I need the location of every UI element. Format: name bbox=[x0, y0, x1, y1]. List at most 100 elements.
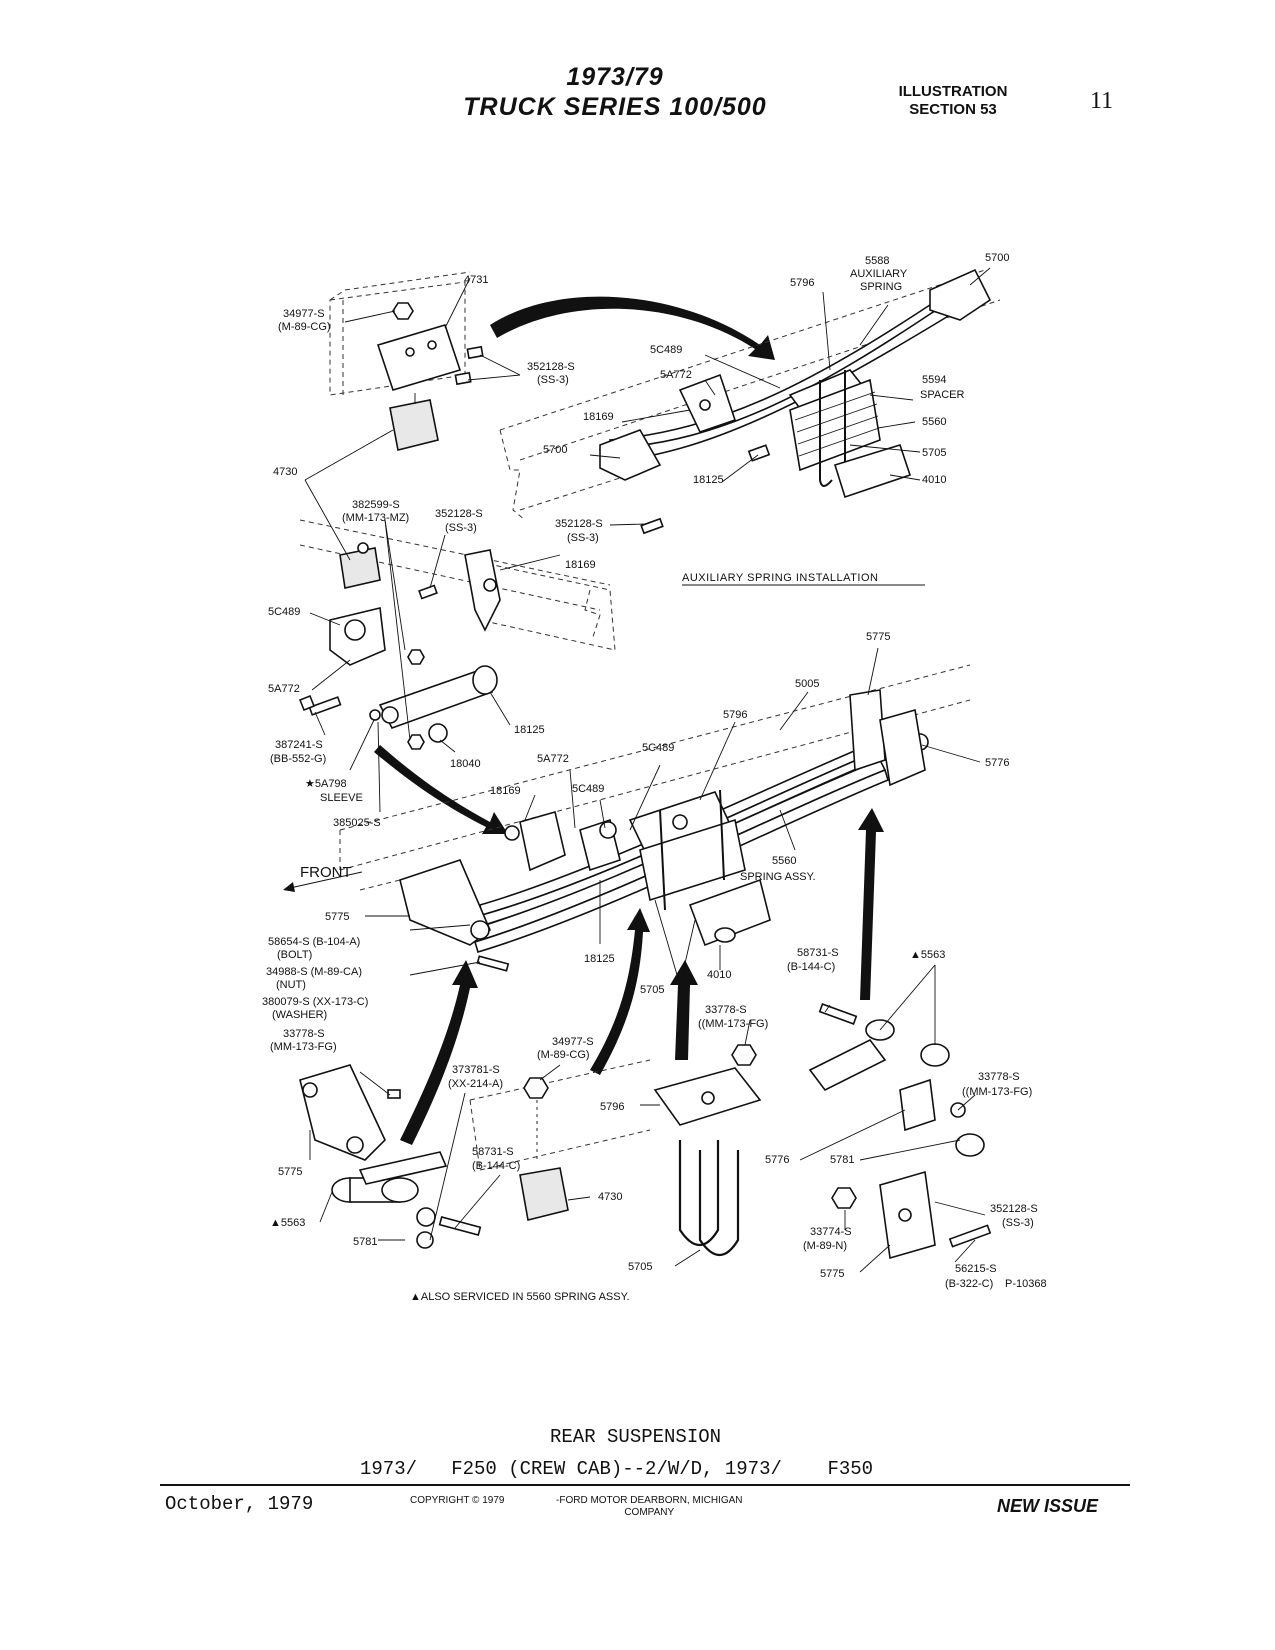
label-18125-mid: 18125 bbox=[514, 724, 545, 736]
nut-34977s-top bbox=[392, 302, 414, 320]
label-33778s-left: 33778-S bbox=[283, 1028, 325, 1040]
nuts-mid bbox=[369, 649, 448, 750]
label-4731: 4731 bbox=[464, 274, 488, 286]
label-5a798-sleeve: SLEEVE bbox=[320, 792, 363, 804]
label-352128s-c-code: (SS-3) bbox=[445, 522, 477, 534]
label-33778s-center-code: ((MM-173-FG) bbox=[698, 1018, 768, 1030]
label-382599s: 382599-S bbox=[352, 499, 400, 511]
label-5594-spacer: SPACER bbox=[920, 389, 964, 401]
label-33774s: 33774-S bbox=[810, 1226, 852, 1238]
label-5781-bottom: 5781 bbox=[830, 1154, 854, 1166]
label-5588: 5588 bbox=[865, 255, 889, 267]
label-18169-mid: 18169 bbox=[565, 559, 596, 571]
label-5775-bottom-left: 5775 bbox=[278, 1166, 302, 1178]
spring-eye-strip-left bbox=[358, 1151, 448, 1185]
company-line-1: -FORD MOTOR DEARBORN, MICHIGAN bbox=[556, 1495, 743, 1506]
label-5705-bottom: 5705 bbox=[628, 1261, 652, 1273]
label-5560-mid: 5560 bbox=[772, 855, 796, 867]
label-5c489-mid: 5C489 bbox=[268, 606, 300, 618]
label-58731s-mid: 58731-S bbox=[472, 1146, 514, 1158]
label-34977s-bottom-code: (M-89-CG) bbox=[537, 1049, 590, 1061]
label-387241s-code: (BB-552-G) bbox=[270, 753, 326, 765]
label-5705-top: 5705 bbox=[922, 447, 946, 459]
label-5563-left: ▲5563 bbox=[270, 1217, 305, 1229]
leader-lines bbox=[304, 267, 991, 1273]
label-352128s-a-code: (SS-3) bbox=[537, 374, 569, 386]
label-33778s-right-code: ((MM-173-FG) bbox=[962, 1086, 1032, 1098]
label-5a798: ★5A798 bbox=[305, 778, 347, 790]
illustration-label: ILLUSTRATION bbox=[898, 83, 1008, 100]
rear-shackle-strip bbox=[808, 1019, 895, 1092]
label-5796-bottom: 5796 bbox=[600, 1101, 624, 1113]
hanger-18169-mid bbox=[464, 549, 501, 632]
bumper-bracket-4731 bbox=[376, 324, 462, 391]
axle-4010-top bbox=[833, 444, 912, 499]
lower-front-hanger-5775 bbox=[299, 1064, 386, 1161]
label-5a772-c: 5A772 bbox=[537, 753, 569, 765]
label-58731s-mid-code: (B-144-C) bbox=[472, 1160, 520, 1172]
label-56215s: 56215-S bbox=[955, 1263, 997, 1275]
bracket-5c489-mid bbox=[329, 607, 386, 666]
section-label: SECTION 53 bbox=[909, 101, 997, 118]
label-352128s-d-code: (SS-3) bbox=[1002, 1217, 1034, 1229]
label-58731s-right-code: (B-144-C) bbox=[787, 961, 835, 973]
rear-hanger-5775-bottom bbox=[879, 1170, 936, 1260]
shackle-main bbox=[579, 818, 621, 872]
label-4010-top: 4010 bbox=[922, 474, 946, 486]
footer-company: -FORD MOTOR DEARBORN, MICHIGAN COMPANY bbox=[556, 1495, 742, 1519]
footnote: ▲ALSO SERVICED IN 5560 SPRING ASSY. bbox=[410, 1291, 630, 1303]
assembly-arrow-top bbox=[490, 296, 775, 360]
label-33774s-code: (M-89-N) bbox=[803, 1240, 847, 1252]
label-5a772-mid: 5A772 bbox=[268, 683, 300, 695]
assembly-arrow-front bbox=[400, 960, 478, 1145]
label-4730-top: 4730 bbox=[273, 466, 297, 478]
lower-mid-frame bbox=[469, 1059, 651, 1171]
nut-34977s-bottom bbox=[523, 1077, 549, 1160]
label-18169-c: 18169 bbox=[490, 785, 521, 797]
label-5781-left: 5781 bbox=[353, 1236, 377, 1248]
bolt-58731s-left bbox=[438, 1215, 482, 1237]
bolt-bolt-33778-left bbox=[387, 1089, 401, 1099]
shock-absorber-18125 bbox=[378, 665, 498, 729]
company-line-2: COMPANY bbox=[624, 1507, 675, 1518]
label-373781s-code: (XX-214-A) bbox=[448, 1078, 503, 1090]
label-33778s-center: 33778-S bbox=[705, 1004, 747, 1016]
bolt-56215s bbox=[948, 1224, 992, 1248]
label-5c489-top: 5C489 bbox=[650, 344, 682, 356]
u-bolts-5705-bottom bbox=[678, 1140, 740, 1257]
label-5005: 5005 bbox=[795, 678, 819, 690]
label-18040: 18040 bbox=[450, 758, 481, 770]
label-5796-mid: 5796 bbox=[723, 709, 747, 721]
shackle-5776-bottom bbox=[899, 1078, 966, 1132]
label-4010-bottom: 4010 bbox=[707, 969, 731, 981]
spring-bracket-5700-left bbox=[599, 429, 662, 481]
label-5563-right: ▲5563 bbox=[910, 949, 945, 961]
label-5700-top-right: 5700 bbox=[985, 252, 1009, 264]
label-352128s-b: 352128-S bbox=[555, 518, 603, 530]
label-34977s-top-code: (M-89-CG) bbox=[278, 321, 331, 333]
label-33778s-right: 33778-S bbox=[978, 1071, 1020, 1083]
figure-code: P-10368 bbox=[1005, 1278, 1047, 1290]
part-labels: 4731 34977-S (M-89-CG) 352128-S (SS-3) 4… bbox=[262, 252, 1047, 1303]
label-352128s-c: 352128-S bbox=[435, 508, 483, 520]
label-385025s: 385025-S bbox=[333, 817, 381, 829]
front-label: FRONT bbox=[300, 864, 352, 881]
bolt-58731s-right bbox=[818, 1003, 858, 1025]
label-382599s-code: (MM-173-MZ) bbox=[342, 512, 409, 524]
label-5588-spring: SPRING bbox=[860, 281, 902, 293]
bushing-5781-left bbox=[331, 1177, 436, 1249]
label-5c489-c2: 5C489 bbox=[572, 783, 604, 795]
label-5c489-c: 5C489 bbox=[642, 742, 674, 754]
aux-frame-rail bbox=[499, 269, 1001, 521]
illustration-section: ILLUSTRATION SECTION 53 bbox=[888, 83, 1018, 119]
footer-date: October, 1979 bbox=[165, 1493, 314, 1515]
label-18169-top: 18169 bbox=[583, 411, 614, 423]
label-34988s-nut: (NUT) bbox=[276, 979, 306, 991]
nut-33778s-center bbox=[731, 1044, 757, 1066]
bumper-4730-top bbox=[389, 393, 439, 451]
label-5a772-top: 5A772 bbox=[660, 369, 692, 381]
bolt-front-hanger bbox=[476, 955, 510, 972]
label-18125-top: 18125 bbox=[693, 474, 724, 486]
axle-4010-main bbox=[688, 878, 771, 947]
